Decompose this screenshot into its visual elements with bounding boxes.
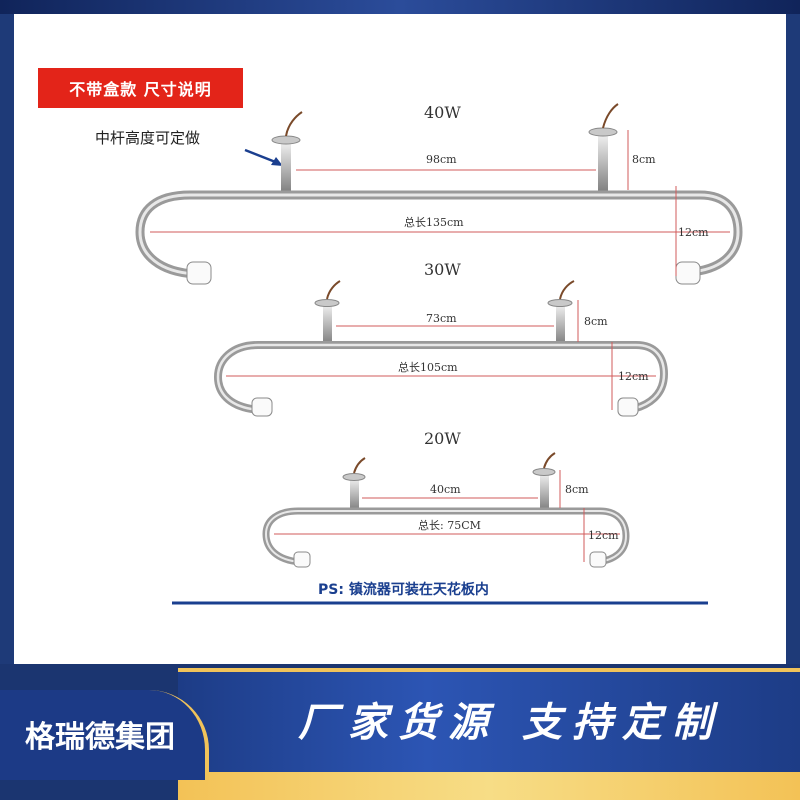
wire-20w-right [543, 452, 556, 469]
watt-label-20w: 20W [424, 429, 461, 448]
dim-40w-drop: 12cm [678, 226, 709, 239]
rod-20w-left [350, 477, 359, 511]
wire-40w-left [285, 111, 303, 137]
lamp-holder-30w-right [617, 397, 639, 417]
ps-note: PS: 镇流器可装在天花板内 [318, 581, 489, 598]
wire-30w-right [559, 280, 575, 300]
dim-20w-drop: 12cm [588, 529, 619, 542]
lamp-holder-20w-right [589, 551, 607, 568]
mount-plate-20w-left [342, 473, 366, 481]
fixture-30w: 30W 73cm 8cm 总长105cm 12cm [213, 260, 669, 417]
mount-plate-40w-left [271, 135, 301, 145]
fixture-40w: 40W 98cm 8cm 总长135cm 12cm [135, 103, 743, 285]
note-arrow [244, 148, 279, 165]
adjustable-height-note: 中杆高度可定做 [95, 129, 200, 147]
dim-40w-rod: 8cm [632, 153, 656, 166]
watt-label-40w: 40W [424, 103, 461, 122]
mount-plate-40w-right [588, 127, 618, 137]
wire-30w-left [326, 280, 341, 300]
tube-highlight-40w [138, 193, 740, 276]
brand-badge [0, 690, 209, 780]
dim-30w-total: 总长105cm [398, 360, 458, 374]
wire-40w-right [602, 103, 619, 129]
mount-plate-30w-left [314, 299, 340, 307]
tube-highlight-30w [216, 343, 666, 412]
brand-name: 格瑞德集团 [25, 720, 175, 755]
lamp-holder-40w-right [675, 261, 701, 285]
mount-plate-30w-right [547, 299, 573, 307]
dim-40w-span: 98cm [426, 153, 457, 166]
dim-40w-total: 总长135cm [404, 215, 464, 229]
slogan-band [178, 668, 800, 772]
top-stripe [0, 0, 800, 14]
dim-30w-rod: 8cm [584, 315, 608, 328]
rod-30w-left [323, 303, 332, 345]
lamp-holder-40w-left [186, 261, 212, 285]
wire-20w-left [353, 457, 366, 474]
rod-40w-right [598, 132, 608, 194]
dim-30w-span: 73cm [426, 312, 457, 325]
dim-30w-drop: 12cm [618, 370, 649, 383]
watt-label-30w: 30W [424, 260, 461, 279]
rod-40w-left [281, 140, 291, 194]
rod-20w-right [540, 472, 549, 511]
lamp-holder-20w-left [293, 551, 311, 568]
gold-strip [178, 772, 800, 800]
lamp-holder-30w-left [251, 397, 273, 417]
dim-20w-span: 40cm [430, 483, 461, 496]
dim-20w-rod: 8cm [565, 483, 589, 496]
mount-plate-20w-right [532, 468, 556, 476]
tube-highlight-20w [264, 510, 628, 563]
white-panel [14, 14, 786, 664]
slogan-text: 厂家货源 支持定制 [298, 699, 722, 746]
dim-20w-total: 总长: 75CM [418, 518, 481, 532]
tube-30w [213, 341, 669, 414]
fixture-20w: 20W 40cm 8cm 总长: 75CM 12cm [262, 429, 630, 568]
title-tag: 不带盒款 尺寸说明 [38, 68, 243, 108]
note-arrowhead [271, 157, 283, 166]
rod-30w-right [556, 303, 565, 345]
